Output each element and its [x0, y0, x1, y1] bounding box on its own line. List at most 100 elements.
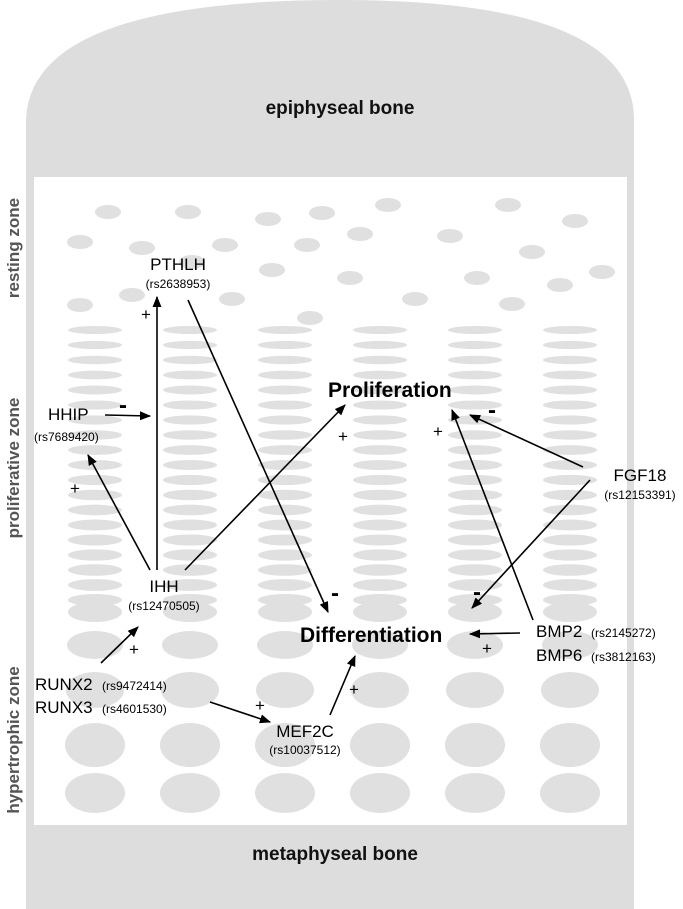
minus-sign: -	[331, 580, 339, 607]
chondrocyte-cell	[258, 430, 312, 440]
chondrocyte-cell	[212, 238, 238, 252]
arrow-fgf18-to-proliferation	[468, 414, 584, 468]
chondrocyte-cell	[448, 326, 502, 334]
chondrocyte-cell	[353, 564, 407, 576]
chondrocyte-cell	[540, 723, 600, 767]
gene-name: BMP2	[536, 622, 582, 641]
chondrocyte-cell	[68, 594, 122, 606]
chondrocyte-cell	[119, 288, 145, 302]
chondrocyte-cell	[67, 631, 123, 659]
gene-rsid: (rs12470505)	[128, 599, 199, 613]
chondrocyte-cell	[437, 229, 463, 243]
chondrocyte-cell	[258, 460, 312, 470]
chondrocyte-cell	[448, 355, 502, 365]
chondrocyte-cell	[258, 474, 312, 486]
arrow-mef2c-to-differentiation	[329, 654, 356, 716]
chondrocyte-cell	[163, 370, 217, 380]
chondrocyte-cell	[353, 504, 407, 516]
chondrocyte-cell	[68, 415, 122, 425]
chondrocyte-cell	[448, 564, 502, 576]
chondrocyte-cell	[519, 245, 545, 259]
arrow-bmp-to-differentiation	[468, 629, 521, 639]
chondrocyte-cell	[543, 430, 597, 440]
chondrocyte-cell	[67, 235, 93, 249]
arrow-runx-to-mef2c	[209, 701, 272, 724]
chondrocyte-cell	[353, 602, 407, 622]
arrow-runx-to-ihh	[100, 626, 139, 664]
chondrocyte-cell	[68, 534, 122, 546]
chondrocyte-cell	[258, 370, 312, 380]
chondrocyte-cell	[448, 519, 502, 531]
plus-sign: +	[433, 422, 443, 441]
minus-sign: -	[473, 579, 481, 606]
chondrocyte-cell	[448, 534, 502, 546]
chondrocyte-cell	[258, 489, 312, 501]
chondrocyte-cell	[353, 445, 407, 455]
chondrocyte-cell	[353, 519, 407, 531]
chondrocyte-cell	[540, 773, 600, 813]
gene-name: IHH	[149, 577, 178, 596]
minus-sign: -	[119, 392, 127, 419]
chondrocyte-cell	[547, 278, 573, 292]
chondrocyte-cell	[448, 400, 502, 410]
chondrocyte-cell	[68, 326, 122, 334]
chondrocyte-cell	[543, 564, 597, 576]
chondrocyte-cell	[179, 255, 205, 269]
chondrocyte-cell	[294, 238, 320, 252]
regulation-arrows	[87, 295, 591, 724]
gene-rsid: (rs9472414)	[102, 679, 167, 693]
chondrocyte-cell	[175, 205, 201, 219]
chondrocyte-cell	[68, 602, 122, 622]
chondrocyte-cell	[163, 519, 217, 531]
chondrocyte-cell	[464, 271, 490, 285]
chondrocyte-cell	[353, 594, 407, 606]
arrow-bmp-to-proliferation	[451, 408, 534, 621]
chondrocyte-cell	[68, 430, 122, 440]
chondrocyte-cell	[353, 340, 407, 350]
chondrocyte-cell	[255, 723, 315, 767]
chondrocyte-cell	[353, 430, 407, 440]
chondrocyte-cell	[448, 549, 502, 561]
chondrocyte-cell	[445, 773, 505, 813]
gene-hhip: HHIP (rs7689420)	[34, 405, 99, 444]
plus-sign: +	[255, 696, 265, 715]
gene-rsid: (rs3812163)	[591, 650, 656, 664]
chondrocyte-cell	[353, 370, 407, 380]
chondrocyte-cell	[163, 355, 217, 365]
chondrocyte-cell	[350, 723, 410, 767]
chondrocyte-cell	[543, 326, 597, 334]
chondrocyte-cell	[542, 631, 598, 659]
chondrocyte-cell	[448, 340, 502, 350]
gene-name: RUNX3	[35, 698, 93, 717]
plus-sign: +	[129, 640, 139, 659]
arrow-hhip-to-ihh-path	[104, 411, 152, 421]
gene-rsid: (rs2638953)	[146, 277, 211, 291]
chondrocyte-cell	[66, 672, 124, 708]
chondrocyte-cell	[258, 549, 312, 561]
chondrocyte-cell	[258, 602, 312, 622]
chondrocyte-cell	[257, 631, 313, 659]
chondrocyte-cell	[258, 340, 312, 350]
chondrocyte-cell	[68, 385, 122, 395]
chondrocyte-cell	[258, 564, 312, 576]
gene-name: MEF2C	[276, 722, 334, 741]
chondrocyte-cell	[353, 489, 407, 501]
chondrocyte-cell	[258, 415, 312, 425]
plus-sign: +	[141, 305, 151, 324]
chondrocyte-cell	[258, 594, 312, 606]
chondrocyte-cell	[375, 198, 401, 212]
chondrocyte-cell	[446, 672, 504, 708]
gene-name: HHIP	[48, 405, 89, 424]
chondrocyte-cell	[543, 534, 597, 546]
chondrocyte-cell	[543, 504, 597, 516]
chondrocyte-cell	[163, 340, 217, 350]
proliferative-zone-label: proliferative zone	[4, 398, 23, 539]
minus-sign: -	[488, 397, 496, 424]
chondrocyte-cell	[68, 564, 122, 576]
chondrocyte-cell	[163, 415, 217, 425]
chondrocyte-cell	[448, 370, 502, 380]
gene-runx3: RUNX3 (rs4601530)	[35, 698, 167, 717]
arrow-pthlh-to-differentiation	[187, 299, 329, 614]
chondrocyte-cell	[163, 445, 217, 455]
